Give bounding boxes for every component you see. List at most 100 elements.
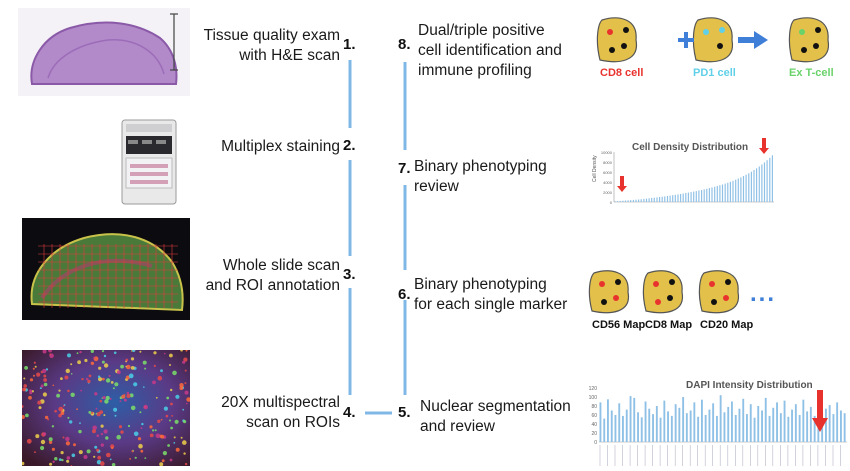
density-bar: [638, 199, 640, 202]
intensity-bar: [678, 407, 681, 442]
intensity-bar: [607, 399, 609, 443]
intensity-bar: [809, 406, 812, 442]
density-bar: [716, 186, 718, 202]
intensity-bar: [667, 411, 669, 442]
cell-icon: [596, 17, 637, 63]
intensity-bar: [828, 405, 831, 442]
cell-dot: [801, 47, 807, 53]
multispectral-scan-image: [20, 348, 191, 467]
map-cell-icon: [642, 270, 683, 314]
step-1-number: 1.: [343, 36, 356, 53]
staining-instrument-image: [118, 118, 180, 206]
density-bar: [727, 182, 729, 203]
intensity-bar: [644, 401, 647, 442]
density-bar: [750, 171, 752, 202]
instrument-icon: [121, 119, 177, 205]
density-bar: [737, 178, 739, 202]
density-bar: [735, 179, 737, 202]
cell-dot: [601, 299, 607, 305]
intensity-bar: [633, 397, 636, 442]
density-bar: [740, 177, 742, 202]
cell-dot: [599, 281, 605, 287]
cell-diagram: [596, 17, 829, 63]
intensity-bar: [802, 399, 805, 442]
intensity-bar: [640, 417, 643, 443]
density-bar: [645, 198, 648, 202]
density-bar: [640, 199, 642, 202]
intensity-bar: [787, 416, 790, 442]
cell-dot: [655, 299, 661, 305]
density-bar: [724, 183, 726, 202]
cell-dot: [623, 27, 629, 33]
y-tick-label: 40: [591, 422, 597, 428]
cell-dot: [711, 299, 717, 305]
density-bar: [745, 174, 747, 202]
intensity-bar: [734, 415, 737, 442]
density-bar: [714, 186, 716, 202]
density-bar: [669, 195, 671, 202]
density-bar: [748, 173, 750, 202]
y-tick-label: 0: [594, 440, 597, 446]
y-tick-label: 120: [589, 386, 598, 392]
intensity-bar: [836, 402, 839, 442]
step-5-number: 5.: [398, 404, 411, 421]
intensity-bar: [757, 406, 760, 442]
cell-dot: [813, 43, 819, 49]
intensity-bar: [704, 415, 707, 442]
cell-dot: [607, 29, 613, 35]
density-bar: [753, 170, 755, 202]
step-3-number: 3.: [343, 266, 356, 283]
cell-density-ylabel: Cell Density: [592, 155, 598, 182]
density-bar: [661, 196, 663, 202]
intensity-bar: [727, 406, 730, 442]
intensity-bar: [723, 412, 726, 442]
high-marker-arrow-icon: [762, 138, 766, 148]
intensity-bar: [674, 404, 677, 442]
y-tick-label: 20: [591, 431, 597, 437]
step-2-text: Multiplex staining: [221, 138, 340, 155]
intensity-bar: [753, 417, 756, 442]
intensity-bar: [701, 399, 703, 442]
density-bar: [695, 191, 697, 202]
density-bar: [627, 200, 629, 202]
step-4-number: 4.: [343, 404, 356, 421]
low-marker-arrow-icon: [620, 176, 624, 186]
cell-dot: [815, 27, 821, 33]
density-bar: [614, 201, 616, 203]
density-bar: [761, 164, 763, 202]
cd8-cell-label: CD8 cell: [600, 67, 644, 79]
density-bar: [766, 160, 768, 202]
density-bar: [706, 188, 708, 202]
whole-slide-icon: [22, 218, 190, 320]
cell-dot: [723, 295, 729, 301]
intensity-bar: [716, 415, 718, 442]
step-7-number: 7.: [398, 160, 411, 177]
cell-icon: [788, 17, 829, 63]
intensity-bar: [719, 395, 722, 442]
density-bar: [742, 176, 745, 202]
density-bar: [687, 192, 689, 202]
y-tick-label: 8000: [603, 160, 613, 165]
density-bar: [619, 200, 621, 202]
density-bar: [617, 201, 619, 202]
he-tissue-icon: [18, 8, 190, 96]
intensity-bar: [618, 403, 621, 442]
cell-dot: [621, 43, 627, 49]
intensity-bar: [791, 409, 793, 442]
density-bar: [682, 193, 684, 202]
intensity-bar: [768, 415, 771, 442]
intensity-bar: [625, 409, 628, 442]
intensity-bar: [599, 402, 602, 442]
plus-icon: [678, 32, 694, 48]
cell-icon: [692, 17, 733, 63]
cell-dot: [609, 47, 615, 53]
density-bar: [719, 185, 721, 202]
intensity-bar: [614, 415, 617, 442]
density-bar: [666, 196, 669, 202]
intensity-bar: [746, 414, 748, 442]
